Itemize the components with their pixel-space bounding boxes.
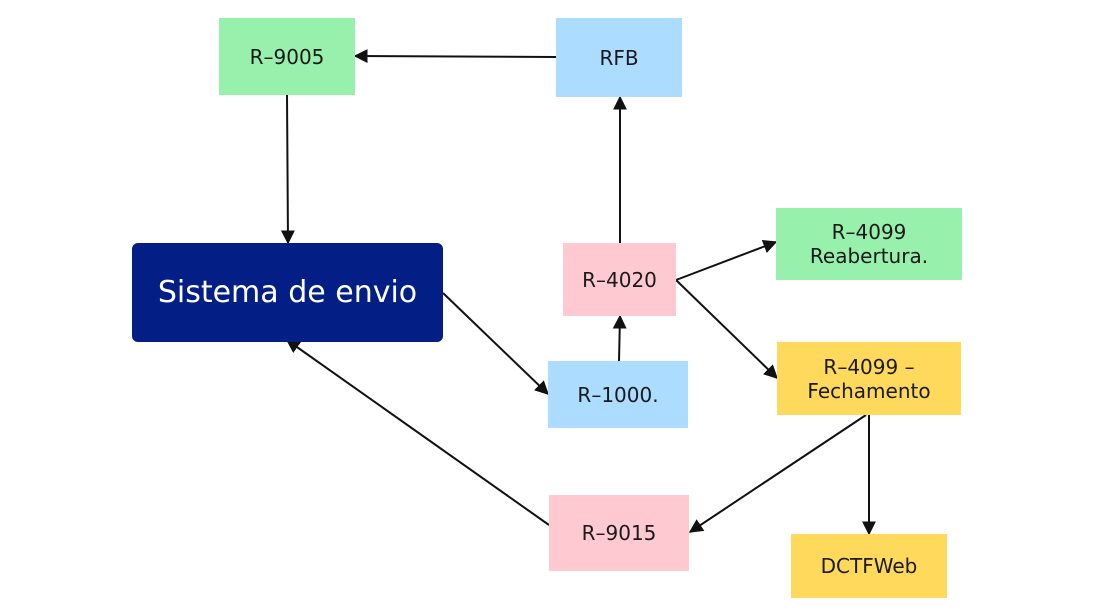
node-r9005: R–9005 xyxy=(219,18,355,95)
arrow-r4099-fechamento-to-r9015 xyxy=(688,414,867,533)
node-r4099-fechamento: R–4099 – Fechamento xyxy=(777,342,961,415)
arrow-r9005-to-sistema xyxy=(280,94,295,245)
arrow-rfb-to-r9005 xyxy=(353,49,557,64)
arrow-sistema-to-r1000 xyxy=(442,292,550,395)
node-r4020: R–4020 xyxy=(563,243,676,316)
node-r9015: R–9015 xyxy=(549,495,689,571)
node-rfb: RFB xyxy=(556,18,682,97)
node-dctfweb: DCTFWeb xyxy=(791,534,947,598)
node-sistema-de-envio: Sistema de envio xyxy=(132,243,443,342)
arrow-r9015-to-sistema xyxy=(285,339,550,526)
node-r1000: R–1000. xyxy=(548,361,688,428)
node-r4099-reabertura: R–4099 Reabertura. xyxy=(776,208,962,280)
arrow-r4020-to-r4099-fechamento xyxy=(675,279,779,379)
arrow-r4020-to-r4099-reabertura xyxy=(675,239,778,281)
arrow-r1000-to-r4020 xyxy=(612,314,627,362)
